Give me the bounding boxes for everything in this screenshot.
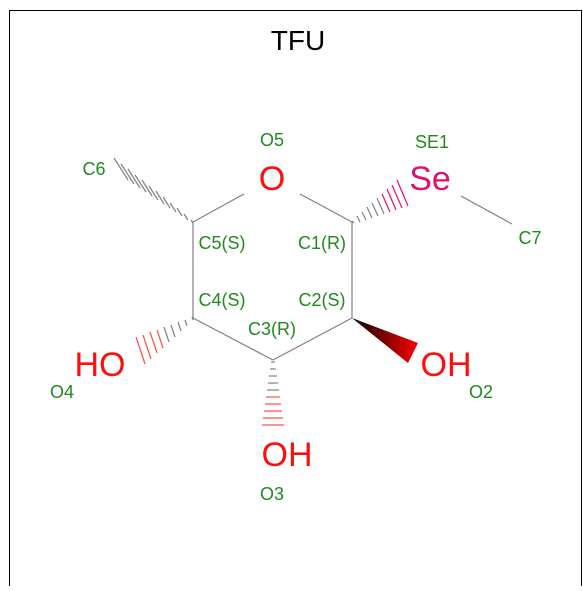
frame-border (9, 10, 582, 591)
element-symbol-se1: Se (409, 160, 451, 198)
atom-label-c1: C1(R) (298, 233, 346, 253)
atom-label-c3: C3(R) (248, 319, 296, 339)
hash-bond-c4-o4 (135, 316, 194, 365)
bond-c2-c3 (272, 317, 353, 361)
diagram-title: TFU (271, 25, 325, 56)
atom-label-o4: O4 (50, 382, 74, 402)
bond-o5-c1 (299, 193, 353, 223)
element-symbol-o5: O (259, 160, 285, 198)
hash-bond-c1-se1 (351, 179, 409, 224)
atom-label-c7: C7 (518, 228, 541, 248)
wedge-bond-c2-o2 (352, 318, 418, 363)
atom-label-o5: O5 (260, 130, 284, 150)
atom-label-c5: C5(S) (198, 233, 245, 253)
hashed-bonds (113, 157, 409, 426)
atom-label-c2: C2(S) (298, 290, 345, 310)
hash-bond-c3-o3 (262, 361, 284, 426)
bond-se1-c7 (460, 195, 513, 225)
bond-c5-o5 (192, 193, 245, 223)
atom-label-o2: O2 (469, 382, 493, 402)
atom-label-c4: C4(S) (198, 290, 245, 310)
atom-label-se1: SE1 (415, 132, 449, 152)
atom-label-o3: O3 (260, 484, 284, 504)
bond-c3-c4 (192, 317, 274, 361)
hash-bond-c5-c6 (113, 157, 194, 224)
ring-bonds (192, 193, 513, 361)
atom-labels: O5 SE1 C6 C5(S) C1(R) C7 C4(S) C2(S) C3(… (50, 130, 542, 504)
atom-label-c6: C6 (82, 159, 105, 179)
element-symbol-o2: OH (421, 346, 472, 384)
element-symbol-o3: OH (262, 436, 313, 474)
element-symbol-o4: HO (75, 346, 126, 384)
